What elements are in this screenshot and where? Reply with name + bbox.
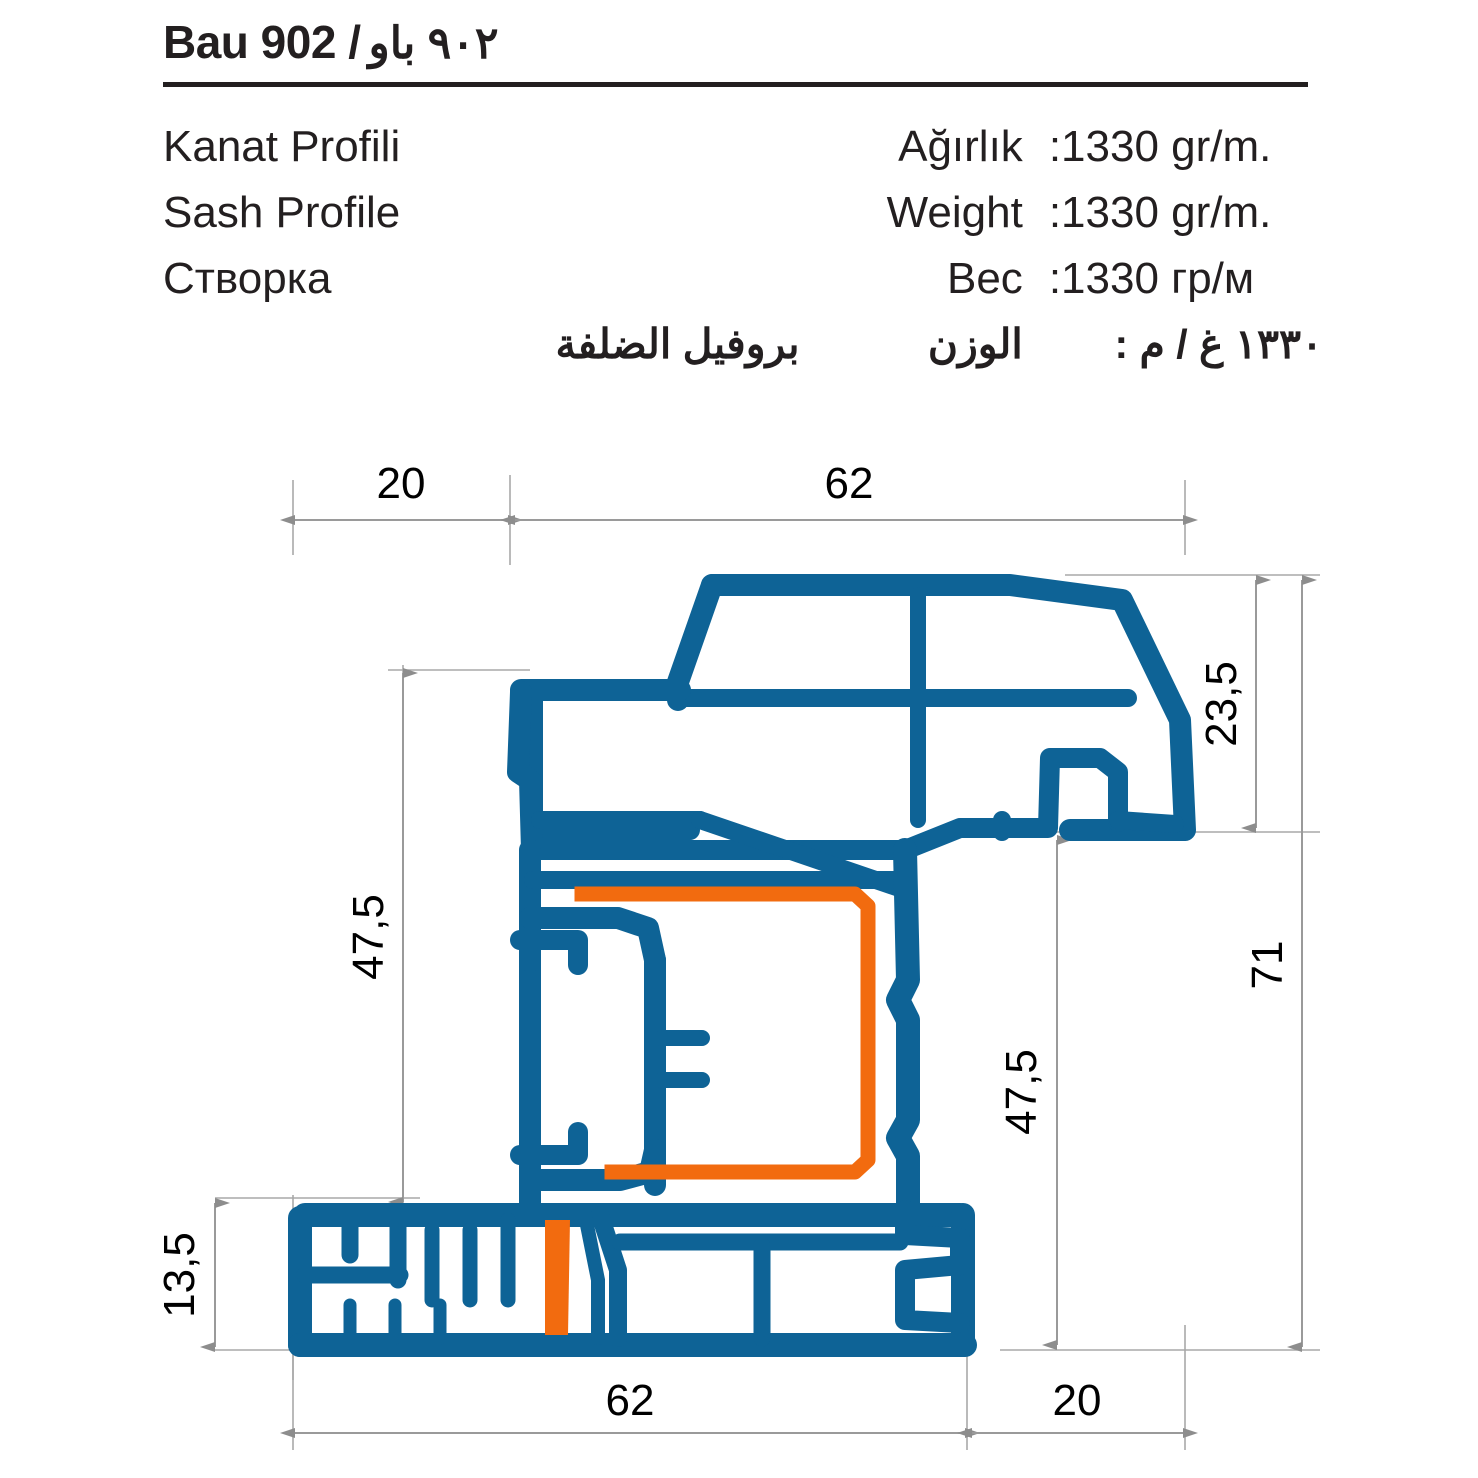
info-row: بروفيل الضلفة الوزن ١٣٣٠ غ / م : <box>163 320 1323 386</box>
dimension-bottom: 62 20 <box>280 1376 1198 1438</box>
info-row: Створка Вес :1330 гр/м <box>163 254 1323 320</box>
dim-label-inner-475: 47,5 <box>997 1049 1046 1135</box>
profile-name-ru: Створка <box>163 254 332 303</box>
weight-label-tr: Ağırlık <box>898 122 1023 171</box>
dim-label-right-71: 71 <box>1243 941 1292 990</box>
profile-base-inner-wall <box>578 1208 605 1345</box>
profile-right-groove <box>895 1200 970 1333</box>
header-block: Bau 902 /٩٠٢ باو <box>163 16 1308 87</box>
profile-name-tr: Kanat Profili <box>163 122 401 171</box>
weight-value-tr: :1330 gr/m. <box>1048 122 1272 171</box>
dim-label-bottom-20: 20 <box>1053 1376 1102 1425</box>
steel-bar-base <box>545 1220 570 1335</box>
pvc-profile-body <box>288 574 1196 1357</box>
steel-reinforcement-u-channel <box>574 886 876 1180</box>
profile-name-ar: بروفيل الضلفة <box>555 321 800 367</box>
info-row: Kanat Profili Ağırlık :1330 gr/m. <box>163 122 1323 188</box>
steel-reinforcement <box>574 886 876 1180</box>
dim-label-left-135: 13,5 <box>155 1232 204 1318</box>
profile-left-lip-notch-top <box>510 930 588 975</box>
profile-base-web-slant <box>591 1206 627 1347</box>
dim-label-top-62: 62 <box>825 459 874 508</box>
weight-label-en: Weight <box>886 188 1023 237</box>
profile-cross-section-drawing: 20 62 47,5 13,5 23,5 71 47,5 <box>0 420 1478 1478</box>
dim-label-left-475: 47,5 <box>344 894 393 980</box>
weight-value-ru: :1330 гр/м <box>1048 254 1255 303</box>
page-title-latin: Bau 902 / <box>163 16 361 68</box>
dim-label-bottom-62: 62 <box>606 1376 655 1425</box>
weight-value-ar: ١٣٣٠ غ / م : <box>1114 321 1324 367</box>
weight-label-ar: الوزن <box>927 321 1023 367</box>
dimension-right: 23,5 71 47,5 <box>997 575 1317 1352</box>
page-title: Bau 902 /٩٠٢ باو <box>163 16 1308 68</box>
dimension-left: 47,5 13,5 <box>155 668 418 1352</box>
profile-name-en: Sash Profile <box>163 188 401 237</box>
dim-label-right-235: 23,5 <box>1197 661 1246 747</box>
weight-value-en: :1330 gr/m. <box>1048 188 1272 237</box>
profile-info-table: Kanat Profili Ağırlık :1330 gr/m. Sash P… <box>163 122 1323 386</box>
dim-label-top-20: 20 <box>377 459 426 508</box>
page-title-arabic: ٩٠٢ باو <box>368 19 500 68</box>
profile-head-lower-slope <box>523 688 700 840</box>
profile-hook-tip-right <box>1109 811 1184 833</box>
weight-label-ru: Вес <box>946 254 1023 303</box>
profile-left-outer-wall <box>507 681 543 861</box>
profile-right-spine <box>886 838 920 1222</box>
title-divider <box>163 81 1308 87</box>
dimension-top: 20 62 <box>280 459 1198 525</box>
info-row: Sash Profile Weight :1330 gr/m. <box>163 188 1323 254</box>
